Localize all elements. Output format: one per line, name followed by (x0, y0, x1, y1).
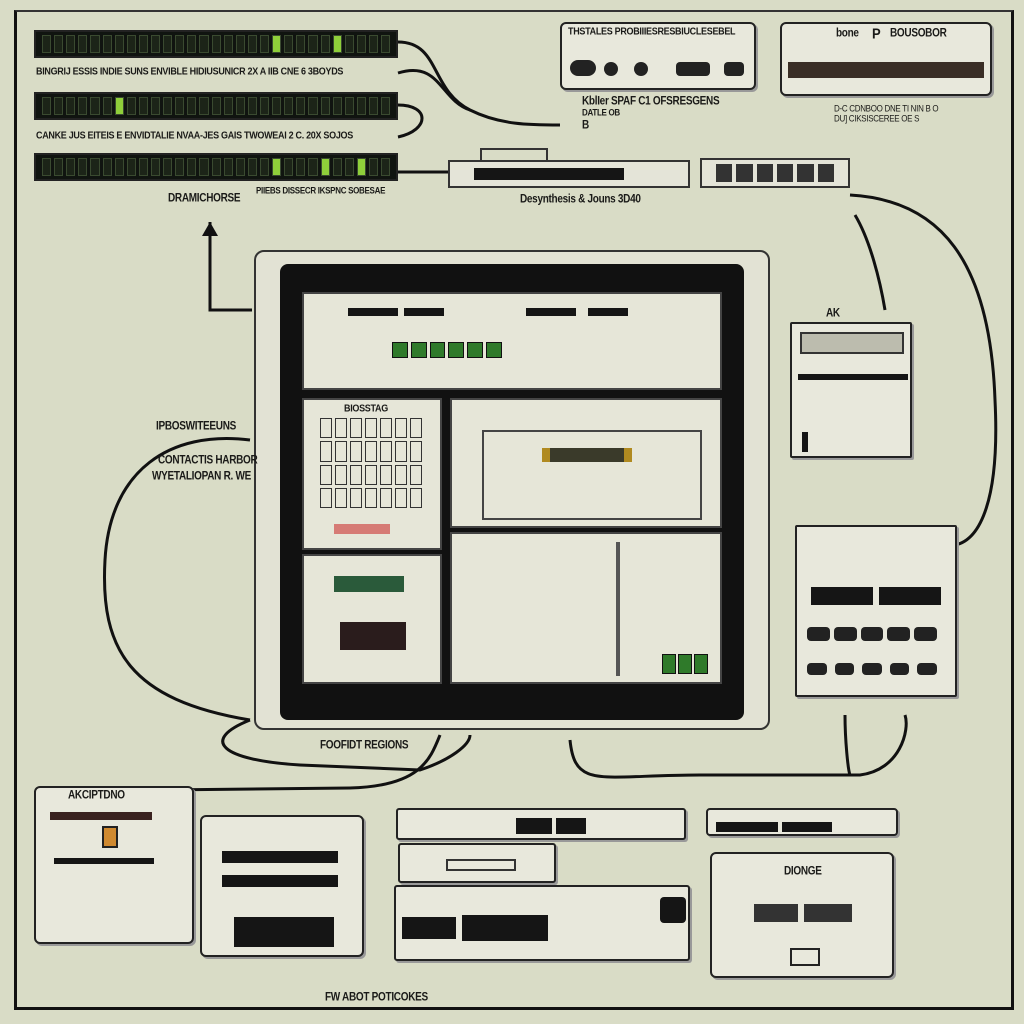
status-leds (662, 654, 708, 674)
rack-1-label: BINGRIJ ESSIS INDIE SUNS ENVIBLE HIDIUSU… (36, 65, 344, 77)
diagram-frame (14, 10, 1014, 1010)
round-button[interactable] (634, 62, 648, 76)
main-terminal: BIOSSTAG (254, 250, 770, 730)
display-panel (450, 398, 722, 528)
foofidt-label: FOOFIDT REGIONS (320, 739, 409, 752)
kbller-label-1: KblIer SPAF C1 OFSRESGENS (582, 95, 720, 108)
drive-panel (302, 554, 442, 684)
rack-unit-3 (34, 153, 398, 181)
display-slot (676, 62, 710, 76)
ak-label: AK (826, 307, 840, 320)
dramichorse-label: DRAMICHORSE (168, 192, 241, 205)
switch-button[interactable] (724, 62, 744, 76)
port-row (788, 62, 984, 78)
bottom-left-device: AKCIPTDNO (34, 786, 194, 944)
bottom-drive-device (200, 815, 364, 957)
rack-unit-2 (34, 92, 398, 120)
knob-button[interactable] (570, 60, 596, 76)
top-control-device: THSTALES PROBIIIESRESBIUCLESEBEL (560, 22, 756, 90)
bottom-switch-device (396, 808, 686, 840)
top-device-title: THSTALES PROBIIIESRESBIUCLESEBEL (568, 25, 736, 37)
strip-device (448, 160, 690, 188)
desynth-label: Desynthesis & Jouns 3D40 (520, 193, 641, 206)
output-port (790, 948, 820, 966)
right-console-device (795, 525, 957, 697)
contact-label-2: WYETALIOPAN R. WE (152, 470, 251, 483)
rack-2-label: CANKE JUS EITEIS E ENVIDTALIE NVAA-JES G… (36, 129, 353, 141)
bottom-small-device (398, 843, 556, 883)
keypad-panel: BIOSSTAG (302, 398, 442, 550)
ipbos-label: IPBOSWITEEUNS (156, 420, 236, 433)
keypad[interactable] (320, 418, 422, 508)
dionge-label: DIONGE (784, 865, 822, 878)
right-top-a: bone (836, 27, 859, 40)
strip-handle (480, 148, 548, 162)
screen (482, 430, 702, 520)
right-monitor-device (790, 322, 912, 458)
top-panel (302, 292, 722, 390)
right-top-c: BOUSOBOR (890, 27, 947, 40)
contact-label-1: CONTACTIS HARBOR (158, 454, 258, 467)
green-indicators (392, 342, 502, 358)
right-caption-1: D-C CDNBOO DNE TI NIN B O (834, 103, 939, 114)
top-right-device: bone P BOUSOBOR (780, 22, 992, 96)
bottom-wide-device (394, 885, 690, 961)
kbller-label-2: DATLE OB (582, 107, 620, 118)
drive-slot[interactable] (340, 622, 406, 650)
right-top-b: P (872, 24, 881, 43)
bottom-right-device: DIONGE (710, 852, 894, 978)
kbller-label-3: B (582, 119, 589, 132)
bottom-right-strip (706, 808, 898, 836)
akciptdno-label: AKCIPTDNO (68, 789, 125, 802)
connector-strip (700, 158, 850, 188)
rack-unit-1 (34, 30, 398, 58)
rack-3-label: PIIEBS DISSECR IKSPNC SOBESAE (256, 185, 386, 196)
lower-panel (450, 532, 722, 684)
round-button[interactable] (604, 62, 618, 76)
footer-label: FW ABOT POTICOKES (325, 991, 428, 1004)
terminal-bezel: BIOSSTAG (280, 264, 744, 720)
right-caption-2: DU] CIKSISCEREE OE S (834, 113, 920, 124)
biosstag-label: BIOSSTAG (344, 402, 388, 414)
